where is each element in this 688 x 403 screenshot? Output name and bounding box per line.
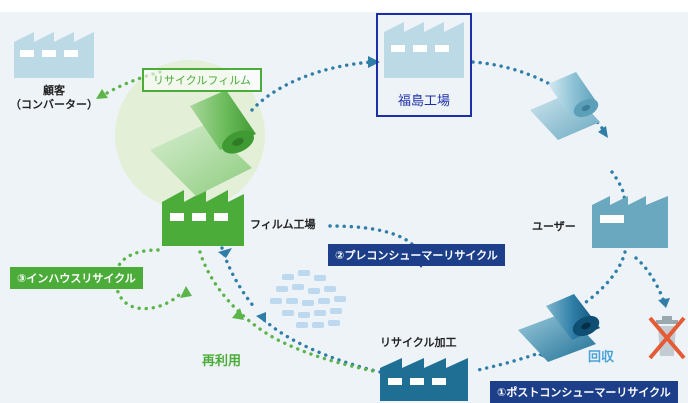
pre-consumer-recycle-tag: ②プレコンシューマーリサイクル bbox=[328, 244, 505, 266]
recycle-processing-factory-icon bbox=[380, 358, 468, 401]
arrow-to-customer bbox=[96, 89, 108, 99]
customer-factory-icon bbox=[14, 32, 94, 78]
disposal-prohibited-icon bbox=[648, 316, 686, 360]
user-label: ユーザー bbox=[532, 220, 576, 233]
arrow-reuse bbox=[232, 308, 244, 320]
post-consumer-recycle-tag: ①ポストコンシューマーリサイクル bbox=[490, 381, 678, 403]
arrow-from-processing bbox=[256, 312, 266, 323]
arrow-in-house bbox=[180, 286, 192, 298]
user-film-roll-icon bbox=[530, 72, 600, 140]
collect-label: 回収 bbox=[588, 350, 615, 365]
top-band bbox=[0, 0, 688, 12]
green-film-roll-icon bbox=[150, 90, 256, 196]
pellets-icon bbox=[270, 270, 346, 328]
fukushima-box bbox=[376, 13, 472, 117]
in-house-recycle-tag: ③インハウスリサイクル bbox=[10, 267, 143, 289]
user-factory-icon bbox=[592, 196, 668, 248]
fukushima-label: 福島工場 bbox=[397, 94, 450, 109]
fukushima-factory-icon bbox=[384, 22, 464, 78]
recycle-processing-label: リサイクル加工 bbox=[380, 336, 457, 349]
film-factory-label: フィルム工場 bbox=[250, 218, 316, 231]
arrow-to-user-roll bbox=[598, 126, 608, 138]
reuse-label: 再利用 bbox=[202, 354, 242, 369]
arrow-to-disposal bbox=[658, 298, 670, 308]
film-factory-icon bbox=[162, 190, 244, 246]
collected-film-roll-icon bbox=[518, 294, 600, 362]
recycle-film-label: リサイクルフィルム bbox=[142, 68, 262, 92]
arrow-to-film-factory bbox=[218, 248, 232, 258]
arrow-to-fukushima bbox=[368, 56, 380, 68]
customer-label: 顧客 （コンバーター） bbox=[10, 84, 98, 111]
